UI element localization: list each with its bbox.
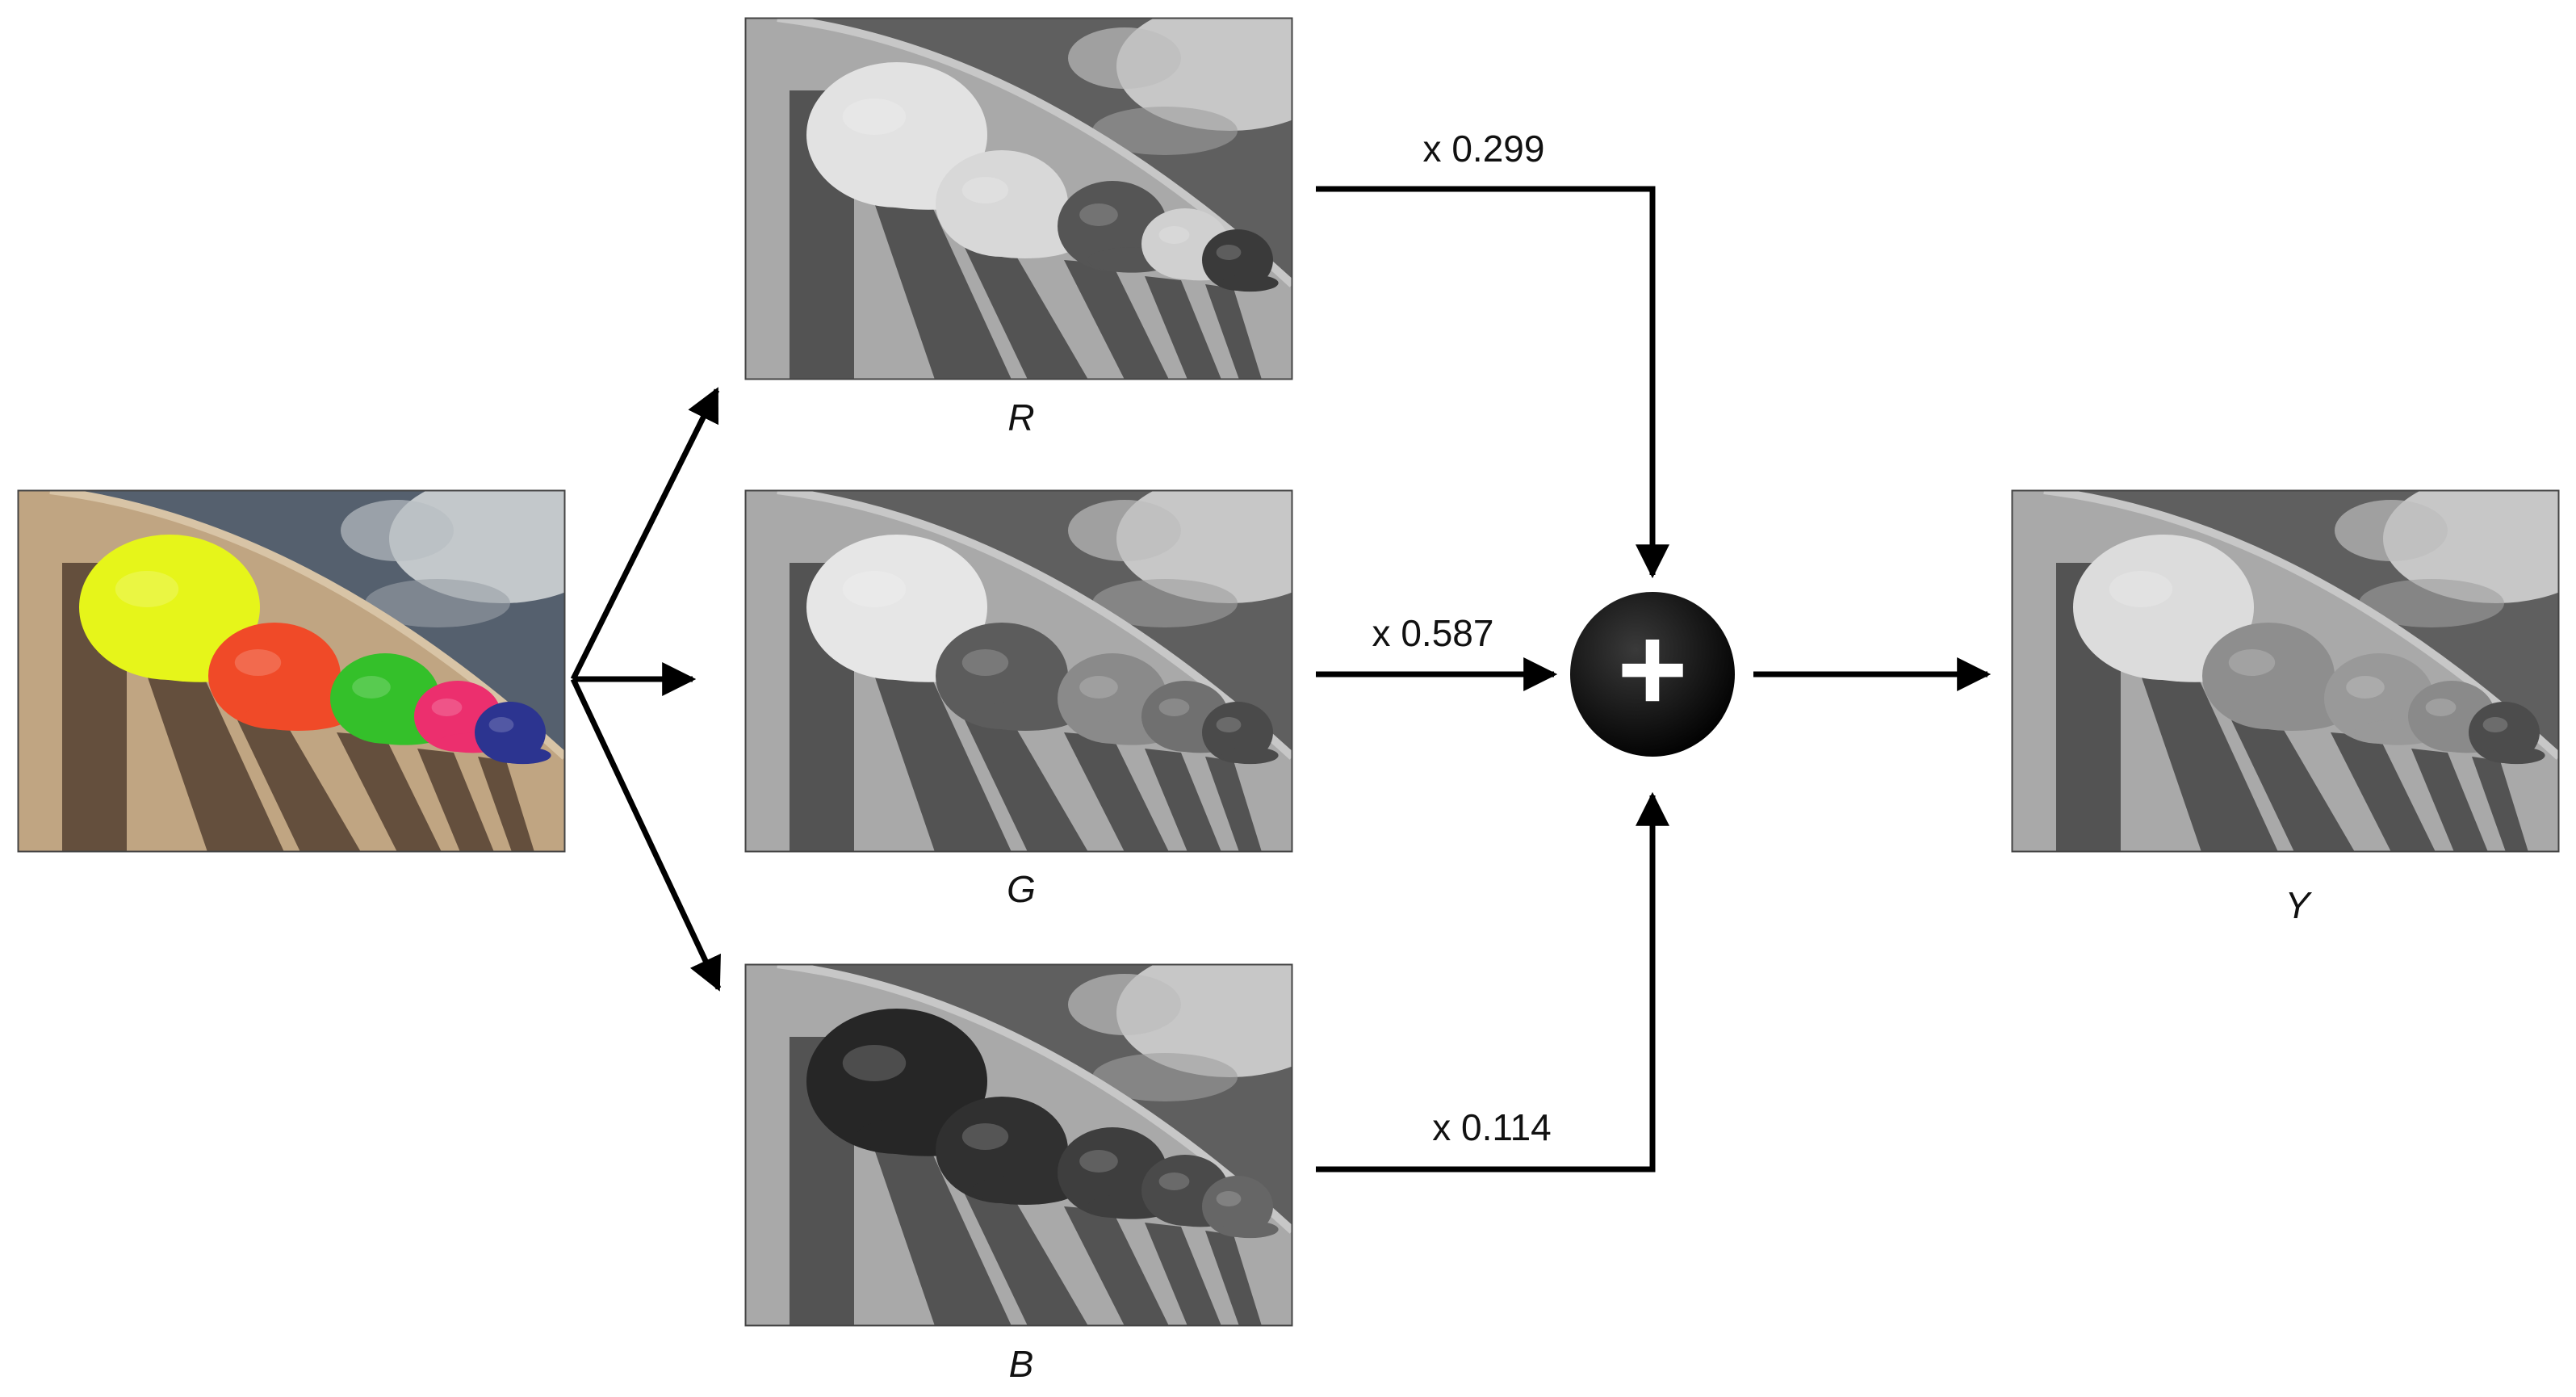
g-weight-label: x 0.587 <box>1372 612 1494 654</box>
y-output-label: Y <box>2285 884 2313 926</box>
red-channel-image <box>744 17 1293 380</box>
split-arrow-to-b <box>570 678 722 992</box>
green-channel-image <box>744 489 1293 853</box>
b-weight-label: x 0.114 <box>1432 1106 1551 1148</box>
b-weight-path <box>1316 791 1669 1173</box>
split-arrow-to-r <box>570 387 720 681</box>
g-channel-label: G <box>1007 868 1036 910</box>
blue-channel-image <box>744 963 1293 1327</box>
source-color-image <box>17 489 566 853</box>
r-weight-label: x 0.299 <box>1423 128 1545 170</box>
sum-plus-icon: + <box>1617 601 1688 736</box>
luminance-output-image <box>2011 489 2560 853</box>
sum-node <box>1570 592 1735 757</box>
b-channel-label: B <box>1009 1343 1034 1385</box>
r-weight-path <box>1316 186 1669 579</box>
r-channel-label: R <box>1007 396 1034 438</box>
